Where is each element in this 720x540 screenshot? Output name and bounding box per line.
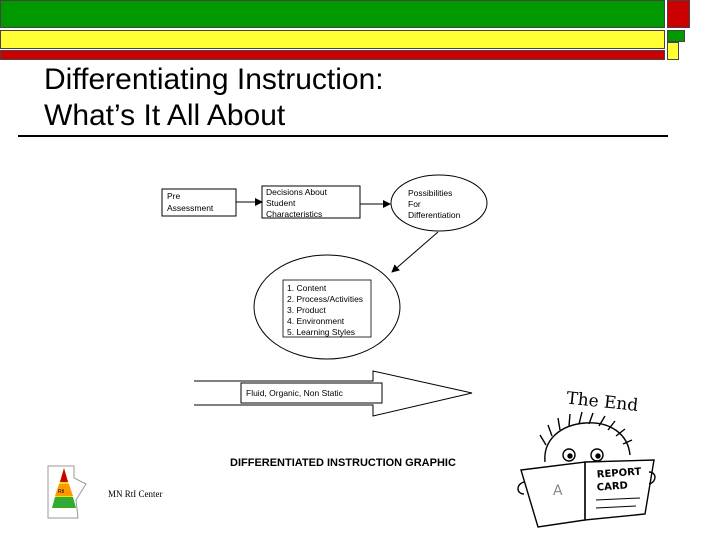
corner-square-yellow <box>667 42 679 60</box>
report-card-line1: REPORT <box>596 467 641 481</box>
report-card-grade: A <box>553 483 563 499</box>
pre-assessment-line1: Pre <box>167 191 181 201</box>
list-item-2: 2. Process/Activities <box>287 294 363 304</box>
hair-spikes <box>539 411 633 446</box>
decisions-line1: Decisions About <box>266 187 328 197</box>
decisions-line2: Student <box>266 198 296 208</box>
possibilities-ellipse <box>390 174 488 232</box>
fluid-arrow <box>194 370 473 417</box>
head-outline <box>544 422 631 463</box>
report-card-line2: CARD <box>596 480 628 493</box>
strategies-ellipse <box>253 254 401 360</box>
possibilities-line1: Possibilities <box>408 188 452 198</box>
header-bar-green <box>0 0 665 28</box>
pre-assessment-line2: Assessment <box>167 203 214 213</box>
fluid-label-box <box>240 382 383 404</box>
the-end-text: The End <box>565 389 639 416</box>
possibilities-line3: Differentiation <box>408 210 461 220</box>
list-item-4: 4. Environment <box>287 316 345 326</box>
arrow-possibilities-to-list <box>391 231 439 273</box>
decisions-line3: Characteristics <box>266 209 322 219</box>
list-item-1: 1. Content <box>287 283 327 293</box>
list-item-3: 3. Product <box>287 305 326 315</box>
hands <box>517 471 656 495</box>
the-end-cartoon: The End REPORT CARD A <box>517 389 656 528</box>
corner-square-red <box>667 0 690 28</box>
header-bar-yellow <box>0 30 665 49</box>
header-bar-red <box>0 50 665 60</box>
fluid-label: Fluid, Organic, Non Static <box>246 388 344 398</box>
decisions-box <box>261 185 361 219</box>
corner-square-green <box>667 30 685 42</box>
title-underline <box>18 135 668 137</box>
slide-title: Differentiating Instruction: What’s It A… <box>44 62 384 134</box>
logo-text: RtI <box>58 489 64 495</box>
footer-label: MN RtI Center <box>108 489 163 499</box>
diagram-caption: DIFFERENTIATED INSTRUCTION GRAPHIC <box>230 457 456 469</box>
slide-title-line1: Differentiating Instruction: <box>44 63 384 96</box>
card-right-page <box>584 459 655 521</box>
mn-rti-logo: RtI <box>47 465 87 519</box>
possibilities-line2: For <box>408 199 421 209</box>
strategies-box <box>282 279 372 338</box>
list-item-5: 5. Learning Styles <box>287 327 355 337</box>
slide-title-line2: What’s It All About <box>44 99 286 132</box>
